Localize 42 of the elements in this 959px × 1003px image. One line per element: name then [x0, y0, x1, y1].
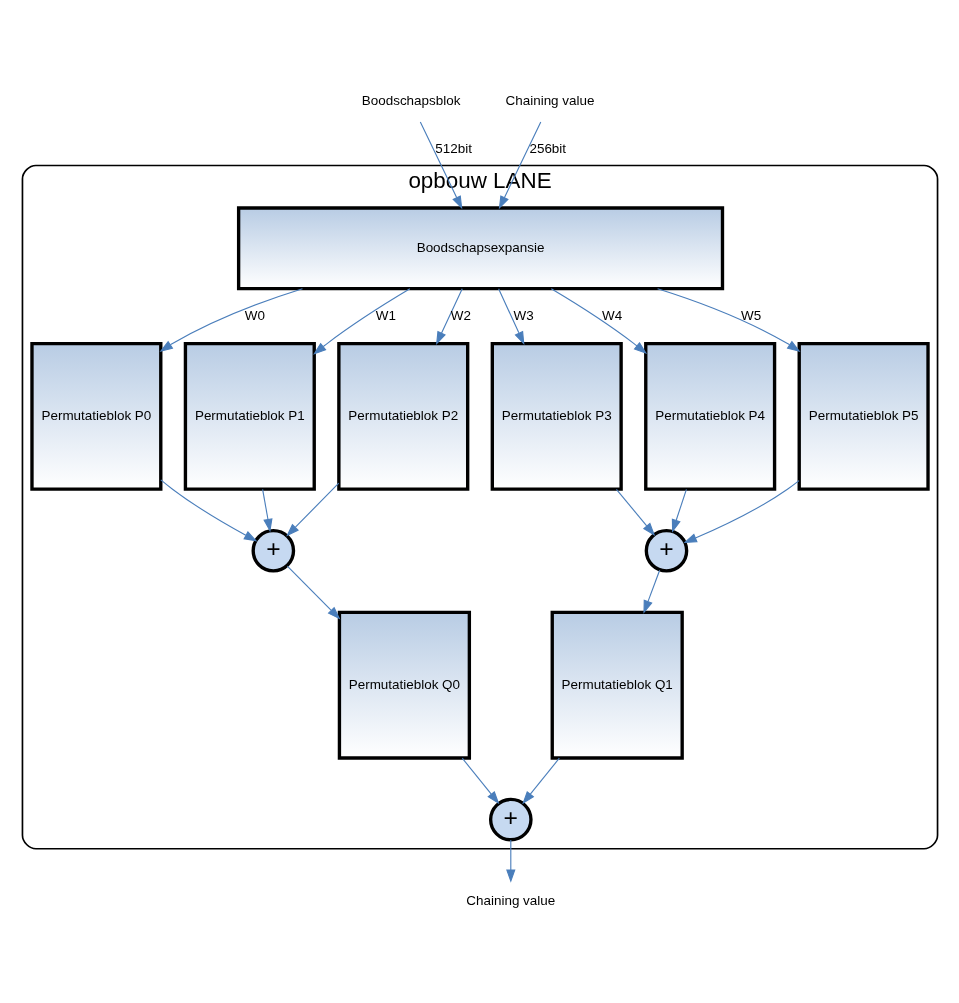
- edge-label: W3: [513, 307, 534, 323]
- node-circle: +: [251, 528, 295, 573]
- arrow: [419, 121, 462, 210]
- edge-label: 256bit: [528, 140, 566, 156]
- arrow: [656, 288, 800, 352]
- edge-label: 512bit: [434, 140, 472, 156]
- node-circle: +: [488, 797, 533, 842]
- node-box: Permutatieblok P2: [336, 341, 469, 491]
- edge-label: W0: [244, 307, 265, 323]
- arrow: [505, 839, 515, 883]
- arrow: [497, 288, 524, 345]
- node-text: Chaining value: [505, 93, 594, 109]
- arrow: [261, 488, 273, 533]
- arrow: [521, 757, 560, 805]
- node-box: Permutatieblok P5: [797, 341, 930, 491]
- arrow: [159, 288, 303, 352]
- arrow: [435, 288, 463, 345]
- arrow: [312, 288, 410, 355]
- node-box: Boodschapsexpansie: [236, 206, 724, 291]
- node-box: Permutatieblok P0: [29, 341, 162, 491]
- node-box: Permutatieblok P4: [643, 341, 776, 491]
- node-box: Permutatieblok Q0: [337, 610, 471, 760]
- node-box: Permutatieblok P3: [490, 341, 623, 491]
- node-box: Permutatieblok P1: [183, 341, 316, 491]
- edge-label: W2: [450, 307, 471, 323]
- arrow: [682, 480, 800, 544]
- node-circle: +: [644, 528, 688, 573]
- arrow: [615, 488, 655, 536]
- edge-label: W5: [740, 307, 761, 323]
- edge-label: W1: [375, 307, 396, 323]
- arrow: [286, 565, 340, 620]
- arrow: [461, 757, 499, 805]
- arrow: [642, 569, 660, 614]
- node-text: Chaining value: [465, 892, 555, 908]
- arrow: [550, 288, 647, 354]
- edge-label: W4: [601, 307, 622, 323]
- arrow: [285, 482, 339, 537]
- node-box: Permutatieblok Q1: [550, 610, 684, 760]
- arrow: [498, 121, 541, 210]
- arrow: [159, 479, 257, 542]
- arrow: [671, 488, 687, 533]
- node-text: Boodschapsblok: [361, 93, 460, 109]
